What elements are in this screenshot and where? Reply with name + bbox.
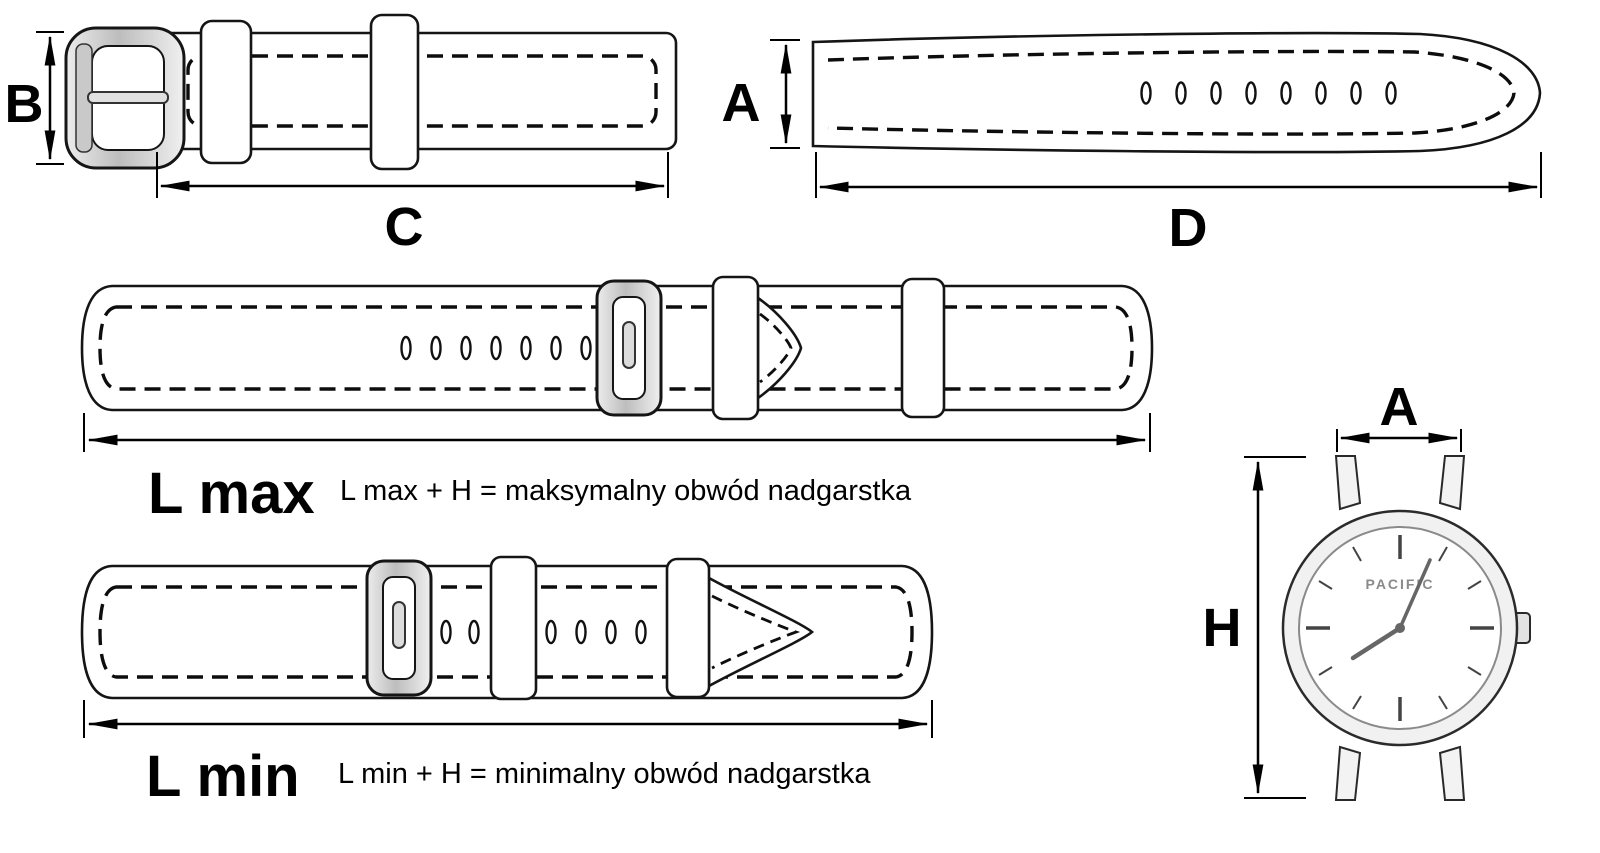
hour-marker	[1438, 695, 1448, 710]
watch-brand-label: PACIFIC	[1366, 576, 1435, 592]
dim-c-label: C	[385, 197, 424, 257]
strap-keeper	[665, 557, 711, 699]
dimension-b: B	[5, 31, 64, 165]
assembled-strap-lmin	[80, 555, 934, 701]
dim-a-label: A	[722, 73, 761, 133]
tip-stitching	[759, 312, 793, 384]
strap-hole	[580, 335, 592, 361]
strap-hole	[635, 619, 647, 645]
hour-marker	[1318, 580, 1333, 590]
dimension-watch-h: H	[1203, 456, 1306, 799]
watch-dim-a-label: A	[1380, 377, 1419, 437]
minute-hand	[1398, 558, 1432, 630]
dimension-a: A	[722, 39, 800, 149]
tip-stitching	[711, 594, 801, 670]
strap-keeper	[199, 19, 253, 165]
watch-lug	[1438, 455, 1466, 511]
strap-hole	[1140, 81, 1152, 105]
dim-b-label: B	[5, 74, 44, 134]
hour-marker	[1318, 666, 1333, 676]
dimension-d: D	[815, 152, 1542, 258]
hour-marker	[1467, 666, 1482, 676]
strap-keeper	[369, 13, 420, 171]
tail-strap-part	[811, 31, 1542, 154]
hour-marker	[1352, 546, 1362, 562]
watch-lug	[1334, 455, 1362, 511]
buckle-prong	[622, 321, 636, 369]
strap-hole	[1385, 81, 1397, 105]
watch-lug	[1438, 745, 1466, 801]
strap-keeper	[900, 277, 946, 419]
strap-hole	[460, 335, 472, 361]
hour-marker	[1352, 695, 1362, 710]
strap-tip	[707, 575, 815, 689]
hour-hand	[1350, 625, 1403, 661]
strap-hole	[545, 619, 557, 645]
strap-hole	[430, 335, 442, 361]
buckle-prong	[392, 601, 406, 649]
watch-lug	[1334, 745, 1362, 801]
stitching	[98, 585, 914, 679]
lmax-label: L max	[148, 461, 315, 526]
hands-center	[1395, 623, 1405, 633]
stitching	[98, 305, 1134, 391]
strap-hole	[605, 619, 617, 645]
strap-hole	[468, 619, 480, 645]
dimension-lmin: L min L min + H = minimalny obwód nadgar…	[83, 700, 933, 809]
strap-hole	[1175, 81, 1187, 105]
buckle-strap-part	[64, 13, 678, 171]
buckle-prong	[87, 91, 169, 104]
strap-tip	[756, 295, 803, 401]
assembled-strap-lmax	[80, 275, 1154, 421]
strap-hole	[400, 335, 412, 361]
lmin-formula: L min + H = minimalny obwód nadgarstka	[338, 758, 871, 790]
strap-hole	[1350, 81, 1362, 105]
watch-drawing: PACIFIC	[1281, 455, 1531, 801]
hour-marker	[1467, 580, 1482, 590]
strap-hole	[1315, 81, 1327, 105]
strap-hole	[440, 619, 452, 645]
stitching	[827, 49, 1516, 136]
dim-d-label: D	[1169, 198, 1208, 258]
dimension-watch-a: A	[1336, 377, 1462, 452]
strap-hole	[550, 335, 562, 361]
hour-marker	[1438, 546, 1448, 562]
strap-keeper	[489, 555, 538, 701]
strap-hole	[1210, 81, 1222, 105]
stitching	[186, 54, 658, 128]
strap-hole	[490, 335, 502, 361]
strap-hole	[1245, 81, 1257, 105]
lmin-label: L min	[146, 744, 300, 809]
dimension-lmax: L max L max + H = maksymalny obwód nadga…	[83, 413, 1151, 526]
strap-hole	[575, 619, 587, 645]
lmax-formula: L max + H = maksymalny obwód nadgarstka	[340, 475, 912, 507]
strap-keeper	[711, 275, 760, 421]
watch-dim-h-label: H	[1203, 598, 1242, 658]
strap-hole	[1280, 81, 1292, 105]
strap-hole	[520, 335, 532, 361]
dimension-c: C	[156, 152, 669, 257]
